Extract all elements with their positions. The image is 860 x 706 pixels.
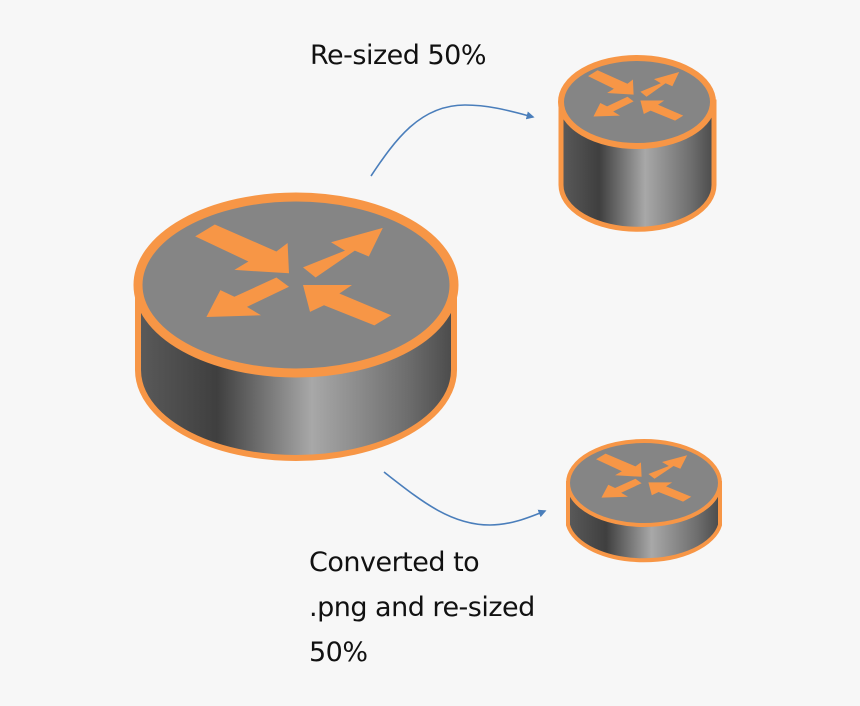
router-png-resized [566,439,722,563]
label-converted-line3: 50% [309,637,368,668]
label-resized: Re-sized 50% [310,40,487,71]
connector-arrow-top [370,104,535,177]
label-converted-line2: .png and re-sized [309,592,535,623]
label-converted-line1: Converted to [309,547,480,578]
router-resized [558,55,717,232]
router-original [133,192,459,461]
connector-arrow-bottom [383,471,547,526]
